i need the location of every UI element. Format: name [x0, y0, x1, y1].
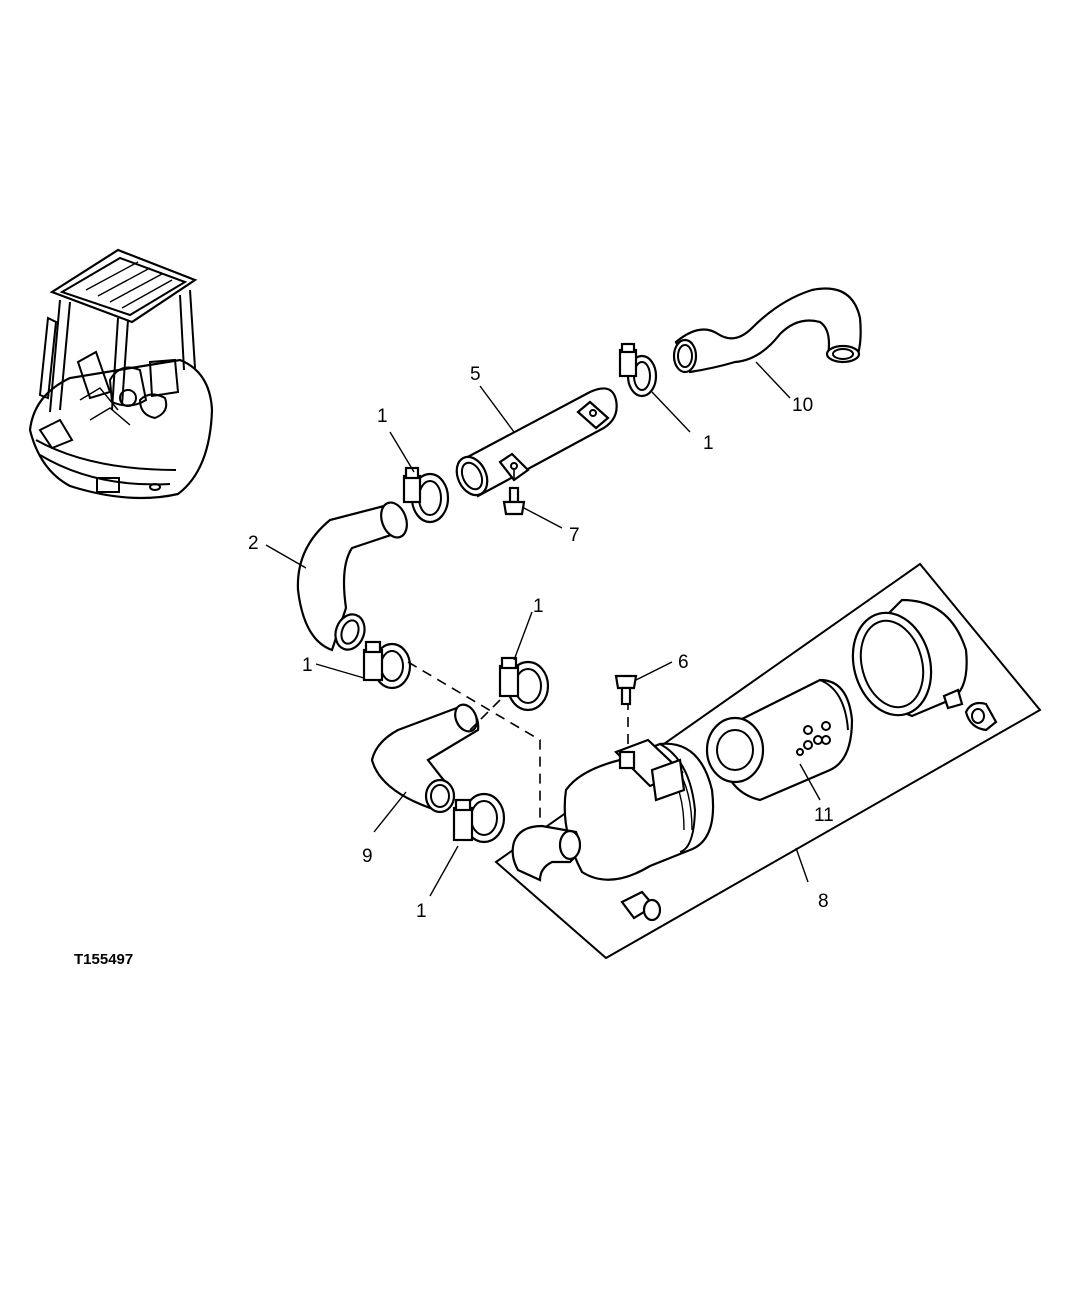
callout-6: 6 [678, 652, 689, 673]
callout-7: 7 [569, 525, 580, 546]
callout-10: 10 [792, 395, 813, 416]
hose-clamp-mid-right [498, 656, 550, 712]
leader-lines [265, 361, 821, 897]
cap-screw-6 [614, 674, 638, 706]
vacuator-valve [964, 701, 998, 732]
machine-locator-illustration [28, 248, 214, 500]
callout-labels: 1 1 1 1 1 2 5 6 7 8 9 10 11 [248, 364, 834, 922]
callout-5: 5 [470, 364, 481, 385]
tube-5 [455, 387, 618, 498]
callout-1-mid-right: 1 [533, 596, 544, 617]
elbow-hose-2 [296, 501, 408, 652]
air-cleaner-cover [851, 598, 968, 718]
hose-clamp-mid-left [362, 640, 412, 690]
connection-lines [407, 661, 629, 820]
air-cleaner-assembly-8 [494, 562, 1042, 960]
callout-1-top-right: 1 [703, 433, 714, 454]
hose-clamp-top-left [402, 466, 450, 524]
callout-1-top-left: 1 [377, 406, 388, 427]
callout-11: 11 [814, 805, 834, 826]
cap-screw-7 [502, 470, 526, 516]
callout-1-bottom: 1 [416, 901, 427, 922]
filter-element-11 [705, 678, 854, 802]
elbow-hose-10 [672, 287, 862, 374]
elbow-hose-9 [370, 703, 480, 814]
callout-1-mid-left: 1 [302, 655, 313, 676]
callout-8: 8 [818, 891, 829, 912]
hose-clamp-bottom [452, 792, 506, 844]
callout-9: 9 [362, 846, 373, 867]
callout-2: 2 [248, 533, 259, 554]
figure-id: T155497 [74, 951, 133, 968]
hose-clamp-top-right [618, 342, 658, 398]
